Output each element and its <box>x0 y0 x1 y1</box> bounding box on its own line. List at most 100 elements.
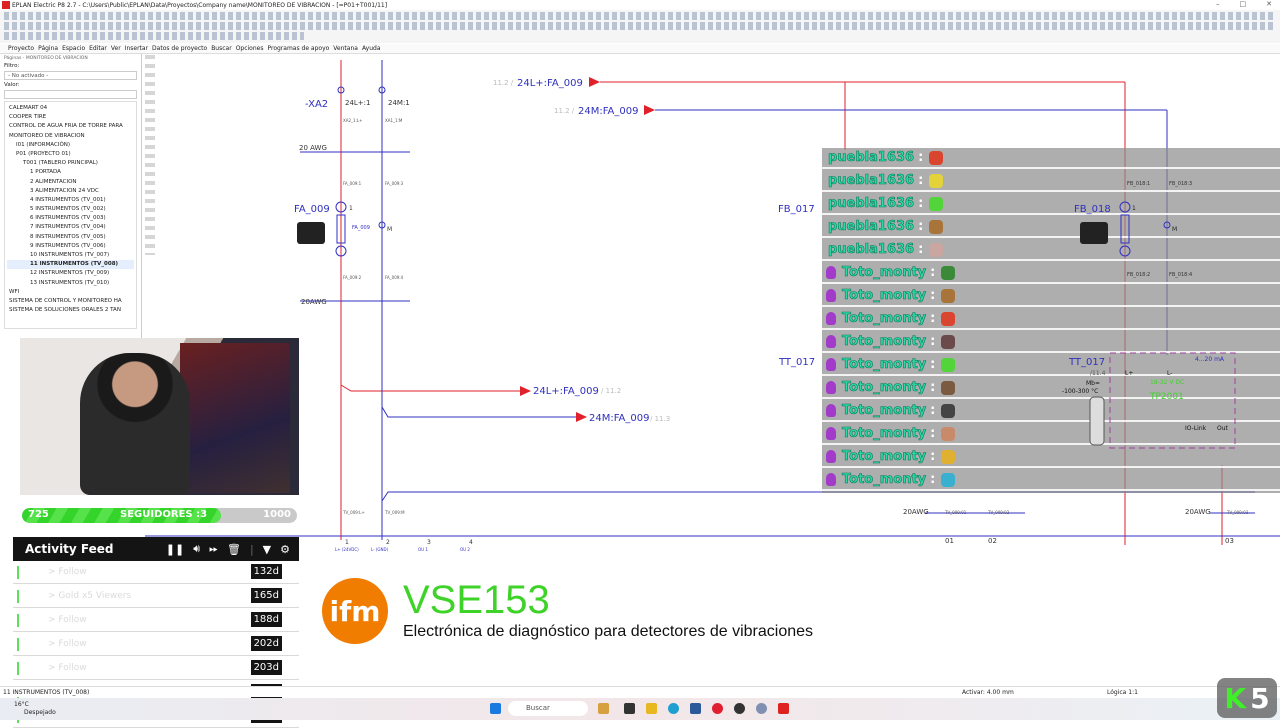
chat-username: Toto_monty <box>842 426 927 442</box>
tree-item[interactable]: I01 (INFORMACIÓN) <box>16 141 71 148</box>
edge-icon[interactable] <box>668 703 679 714</box>
connection-label: TV_009:03 <box>1226 510 1249 515</box>
cable-label: 20 AWG <box>299 144 327 152</box>
tree-item[interactable]: 9 INSTRUMENTOS (TV_006) <box>30 242 106 249</box>
activity-feed-header: Activity Feed ❚❚ 🔊︎ ⏩︎ 🗑︎ | ▼ ⚙ <box>13 537 299 561</box>
chat-username: Toto_monty <box>842 472 927 488</box>
tree-item[interactable]: 2 ALIMENTACION <box>30 178 77 185</box>
menu-item[interactable]: Programas de apoyo <box>267 45 330 52</box>
status-page: 11 INSTRUMENTOS (TV_008) <box>3 689 90 696</box>
pin-label: 1 <box>349 205 353 212</box>
connection-label: TV_009:02 <box>987 510 1010 515</box>
sub-badge-icon <box>826 427 836 440</box>
tree-item[interactable]: WFI <box>9 288 20 295</box>
menu-item[interactable]: Página <box>38 45 59 52</box>
sub-badge-icon <box>826 404 836 417</box>
page-tree[interactable]: CALEMART 04 COOPER TIRE CONTROL DE AGUA FR… <box>4 101 137 329</box>
menu-item[interactable]: Datos de proyecto <box>152 45 208 52</box>
tree-item[interactable]: SISTEMA DE CONTROL Y MONITOREO HA <box>9 297 122 304</box>
connection-label: TV_009:M <box>384 510 405 515</box>
minimize-button[interactable]: – <box>1216 0 1220 8</box>
menu-item[interactable]: Proyecto <box>8 45 35 52</box>
trash-icon[interactable]: 🗑︎ <box>226 542 241 556</box>
tree-item[interactable]: SISTEMA DE SOLUCIONES ORALES 2 TAN <box>9 307 121 314</box>
task-view-icon[interactable] <box>624 703 635 714</box>
menu-item[interactable]: Espacio <box>62 45 86 52</box>
tree-item[interactable]: 4 INSTRUMENTOS (TV_001) <box>30 196 106 203</box>
terminal-number: 03 <box>1225 537 1234 545</box>
tree-item[interactable]: COOPER TIRE <box>9 114 47 121</box>
tree-item[interactable]: T001 (TABLERO PRINCIPAL) <box>23 160 98 167</box>
chat-username: puebla1636 <box>828 219 915 235</box>
settings-icon[interactable] <box>756 703 767 714</box>
menu-item[interactable]: Ayuda <box>361 45 381 52</box>
value-input[interactable] <box>4 90 137 99</box>
gear-icon[interactable]: ⚙ <box>280 542 290 556</box>
tree-item[interactable]: 7 INSTRUMENTOS (TV_004) <box>30 224 106 231</box>
terminal-label: 24L+:1 <box>345 99 370 107</box>
opera-icon[interactable] <box>712 703 723 714</box>
tree-item[interactable]: CALEMART 04 <box>9 105 48 111</box>
chat-username: puebla1636 <box>828 173 915 189</box>
tree-item[interactable]: CONTROL DE AGUA FRIA DE TORRE PARA <box>9 123 123 130</box>
tree-item[interactable]: 8 INSTRUMENTOS (TV_005) <box>30 233 106 240</box>
chat-message: Toto_monty: <box>822 470 1280 491</box>
tree-item[interactable]: P01 (PROYECTO 01) <box>16 150 71 157</box>
ref-page: 11.2 / <box>493 79 514 87</box>
chat-username: Toto_monty <box>842 311 927 327</box>
terminal-label: 24M:1 <box>388 99 410 107</box>
chat-message: Toto_monty: <box>822 401 1280 422</box>
tree-item[interactable]: 5 INSTRUMENTOS (TV_002) <box>30 206 106 213</box>
tree-item[interactable]: 11 INSTRUMENTOS (TV_008) <box>7 260 134 270</box>
file-explorer-icon[interactable] <box>646 703 657 714</box>
tree-item[interactable]: 1 PORTADA <box>30 169 61 176</box>
menu-item[interactable]: Insertar <box>124 45 149 52</box>
windows-start-icon[interactable] <box>490 703 501 714</box>
close-button[interactable]: ✕ <box>1266 0 1272 8</box>
menu-item[interactable]: Opciones <box>235 45 264 52</box>
widget-icon[interactable] <box>598 703 609 714</box>
volume-icon[interactable]: 🔊︎ <box>193 542 201 555</box>
emote-icon <box>929 219 944 234</box>
connection-label: TV_009:L+ <box>342 510 365 515</box>
emote-icon <box>941 449 956 464</box>
sub-badge-icon <box>826 358 836 371</box>
tree-item[interactable]: 3 ALIMENTACION 24 VDC <box>30 187 99 194</box>
tree-item[interactable]: 6 INSTRUMENTOS (TV_003) <box>30 215 106 222</box>
filter-icon[interactable]: ▼ <box>262 542 272 556</box>
eplan-taskbar-icon[interactable] <box>778 703 789 714</box>
filter-select[interactable]: - No activado - <box>4 71 137 80</box>
banner-subtitle: Electrónica de diagnóstico para detector… <box>403 623 814 640</box>
terminal-desc: OU 2 <box>460 547 470 552</box>
tree-item[interactable]: 13 INSTRUMENTOS (TV_010) <box>30 279 110 286</box>
menu-item[interactable]: Ventana <box>333 45 358 52</box>
tree-item[interactable]: MONITOREO DE VIBRACION <box>9 132 85 139</box>
maximize-button[interactable]: □ <box>1239 0 1247 8</box>
feed-text: > Follow <box>48 663 87 673</box>
emote-icon <box>941 311 956 326</box>
toolbars[interactable] <box>0 10 1280 43</box>
pause-icon[interactable]: ❚❚ <box>165 542 185 556</box>
menu-item[interactable]: Buscar <box>211 45 232 52</box>
webcam-feed <box>20 338 299 495</box>
obs-icon[interactable] <box>734 703 745 714</box>
skip-icon[interactable]: ⏩︎ <box>209 542 218 555</box>
emote-icon <box>941 380 956 395</box>
taskbar-search[interactable]: Buscar <box>508 701 588 716</box>
eplan-logo-icon <box>2 1 10 9</box>
chat-username: Toto_monty <box>842 334 927 350</box>
tree-item[interactable]: 12 INSTRUMENTOS (TV_009) <box>30 270 110 277</box>
ref-24m-bottom: 24M:FA_009 <box>589 413 649 424</box>
chat-message: puebla1636: <box>822 194 1280 215</box>
menu-item[interactable]: Ver <box>110 45 121 52</box>
tree-item[interactable]: 10 INSTRUMENTOS (TV_007) <box>30 252 110 258</box>
feed-text: > Follow <box>48 639 87 649</box>
menu-item[interactable]: Editar <box>89 45 107 52</box>
device-tag: FA_009 <box>352 225 370 231</box>
store-icon[interactable] <box>690 703 701 714</box>
terminal-number: 01 <box>945 537 954 545</box>
chat-username: Toto_monty <box>842 403 927 419</box>
feed-age: 165d <box>250 588 282 603</box>
